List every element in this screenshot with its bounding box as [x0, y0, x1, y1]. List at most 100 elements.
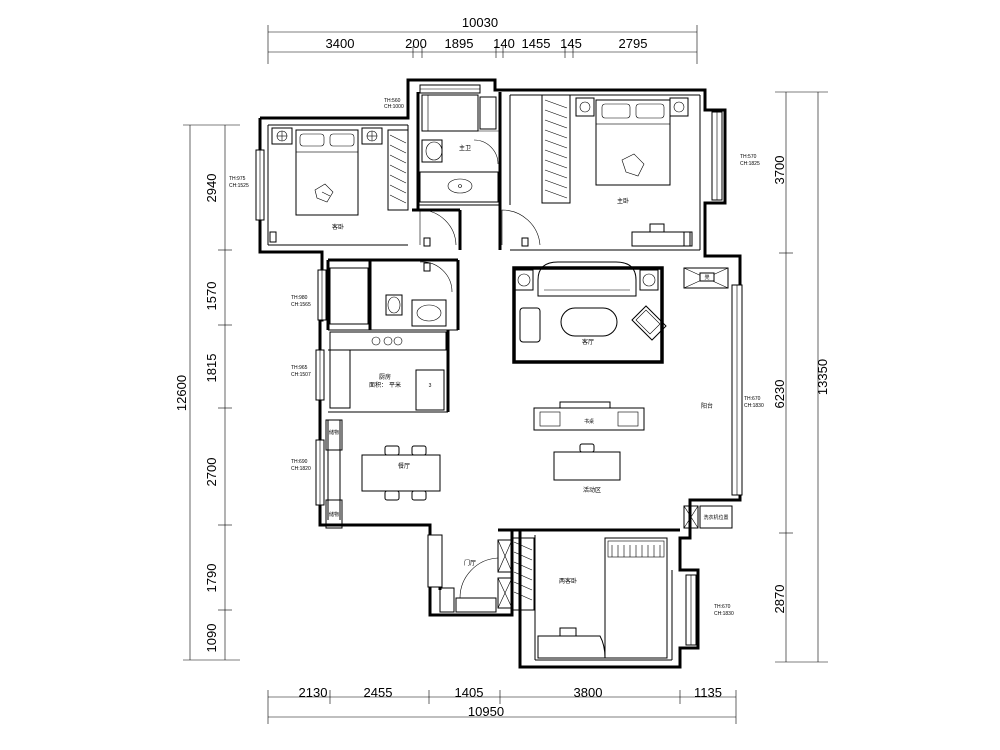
wc-window-note-ch: CH:1565: [291, 302, 311, 308]
right-dimension-3: 2870: [772, 585, 787, 614]
master-bath-label: 主卫: [459, 144, 471, 152]
storage-cabinet-b: [325, 499, 343, 529]
windows: [255, 84, 743, 646]
side-table-right: [639, 269, 659, 291]
left-total-dimension: 12600: [174, 375, 189, 411]
left-dimension-2: 1570: [204, 282, 219, 311]
master-bath: 主卫 TH:560 CH:1000: [384, 94, 500, 203]
top-dimensions: 10030 3400 200 1895 140 1455 145 2795: [267, 15, 698, 64]
guest-window-note-th: TH:975: [229, 176, 246, 182]
living-label: 客厅: [582, 338, 594, 346]
master-window-note-th: TH:570: [740, 154, 757, 160]
second-bedroom-window-note-ch: CH:1830: [714, 611, 734, 617]
second-bedroom-label: 两客卧: [559, 577, 577, 585]
nightstand-right: [361, 127, 383, 145]
living-room: 客厅: [512, 261, 667, 364]
second-bedroom-bed: [604, 537, 668, 659]
outer-walls: [258, 78, 742, 669]
sofa: [537, 261, 637, 297]
bottom-dimension-4: 3800: [574, 685, 603, 700]
study-label: 书桌: [584, 418, 594, 425]
wc-sink: [411, 299, 447, 327]
bottom-dimensions: 2130 2455 1405 3800 1135 10950: [267, 685, 737, 724]
left-dimension-6: 1090: [204, 624, 219, 653]
master-door[interactable]: [501, 209, 541, 246]
stool-label: 凳: [704, 274, 709, 281]
top-dimension-5: 1455: [522, 36, 551, 51]
entry-door[interactable]: [459, 557, 499, 599]
second-bath: TH:980 CH:1565: [291, 261, 453, 327]
washing-machine-position: [699, 505, 733, 529]
bottom-dimension-1: 2130: [299, 685, 328, 700]
top-dimension-1: 3400: [326, 36, 355, 51]
kitchen-mark: 3: [429, 383, 432, 389]
kitchen-label: 厨房: [379, 373, 391, 381]
top-dimension-6: 145: [560, 36, 582, 51]
guest-wardrobe: [387, 129, 409, 211]
bottom-dimension-5: 1135: [694, 685, 722, 700]
wc-cabinet: [329, 267, 369, 325]
dining-label: 餐厅: [398, 462, 410, 470]
bath-window-note-th: TH:560: [384, 98, 401, 104]
kitchen-area-label: 面积： 平米: [369, 381, 401, 389]
washing-position-label: 洗衣机位置: [703, 514, 728, 521]
balcony: 凳 阳台 TH:670 CH:1830 洗衣机位置: [683, 267, 764, 529]
right-total-dimension: 13350: [815, 359, 830, 395]
top-total-dimension: 10030: [462, 15, 498, 30]
guest-door[interactable]: [419, 209, 457, 246]
coffee-table: [560, 307, 618, 337]
top-dimension-7: 2795: [619, 36, 648, 51]
dining-table: [361, 454, 441, 492]
guest-bedroom-label: 客卧: [332, 223, 344, 231]
bottom-dimension-2: 2455: [364, 685, 393, 700]
entrance: 门厅: [427, 534, 513, 613]
fridge: [415, 369, 445, 411]
side-table-left: [514, 269, 534, 291]
wc-door[interactable]: [419, 261, 453, 293]
master-bedroom: 主卧 TH:570 CH:1825 TH:975 CH:1525: [229, 94, 760, 247]
right-dimension-1: 3700: [772, 156, 787, 185]
kitchen-window-note-th: TH:965: [291, 365, 308, 371]
wc-toilet: [385, 294, 403, 316]
second-bedroom-desk: [537, 635, 606, 659]
second-bedroom-window-note-th: TH:670: [714, 604, 731, 610]
toilet: [421, 139, 443, 163]
master-desk: [631, 231, 693, 247]
top-dimension-4: 140: [493, 36, 515, 51]
top-dimension-3: 1895: [445, 36, 474, 51]
right-dimension-2: 6230: [772, 380, 787, 409]
balcony-stool-box: [683, 267, 729, 289]
balcony-window-note-th: TH:670: [744, 396, 761, 402]
left-dimension-1: 2940: [204, 174, 219, 203]
bath-door[interactable]: [473, 139, 499, 165]
kitchen-counter-top: [329, 331, 447, 351]
nightstand-left: [271, 127, 293, 145]
kitchen-counter-side: [329, 349, 351, 409]
kitchen-window-note-ch: CH:1507: [291, 372, 311, 378]
armchair: [631, 305, 667, 341]
dining: 储物 储物 餐厅 TH:690 CH:1820: [291, 419, 441, 529]
second-bedroom-wardrobe: [511, 537, 535, 611]
left-dimension-5: 1790: [204, 564, 219, 593]
bottom-total-dimension: 10950: [468, 704, 504, 719]
shower: [421, 94, 479, 132]
activity-area-label: 活动区: [583, 486, 601, 494]
guest-bedroom: 客卧: [269, 127, 457, 247]
master-wardrobe: [541, 94, 571, 204]
second-bedroom: 两客卧 TH:670 CH:1830: [511, 537, 734, 659]
bath-vanity: [419, 171, 499, 203]
wc-window-note-th: TH:980: [291, 295, 308, 301]
master-bedroom-label: 主卧: [617, 197, 629, 205]
entrance-label: 门厅: [464, 559, 476, 567]
dining-window-note-ch: CH:1820: [291, 466, 311, 472]
top-dimension-2: 200: [405, 36, 427, 51]
left-dimension-3: 1815: [204, 354, 219, 383]
bath-window-note-ch: CH:1000: [384, 104, 404, 110]
kitchen: 3 厨房 面积： 平米 TH:965 CH:1507: [291, 331, 447, 411]
left-dimensions: 2940 1570 1815 2700 1790 1090 12600: [174, 124, 240, 661]
bottom-dimension-3: 1405: [455, 685, 484, 700]
left-dimension-4: 2700: [204, 458, 219, 487]
interior-walls: [267, 92, 701, 661]
storage-cabinet-a: [325, 419, 343, 451]
